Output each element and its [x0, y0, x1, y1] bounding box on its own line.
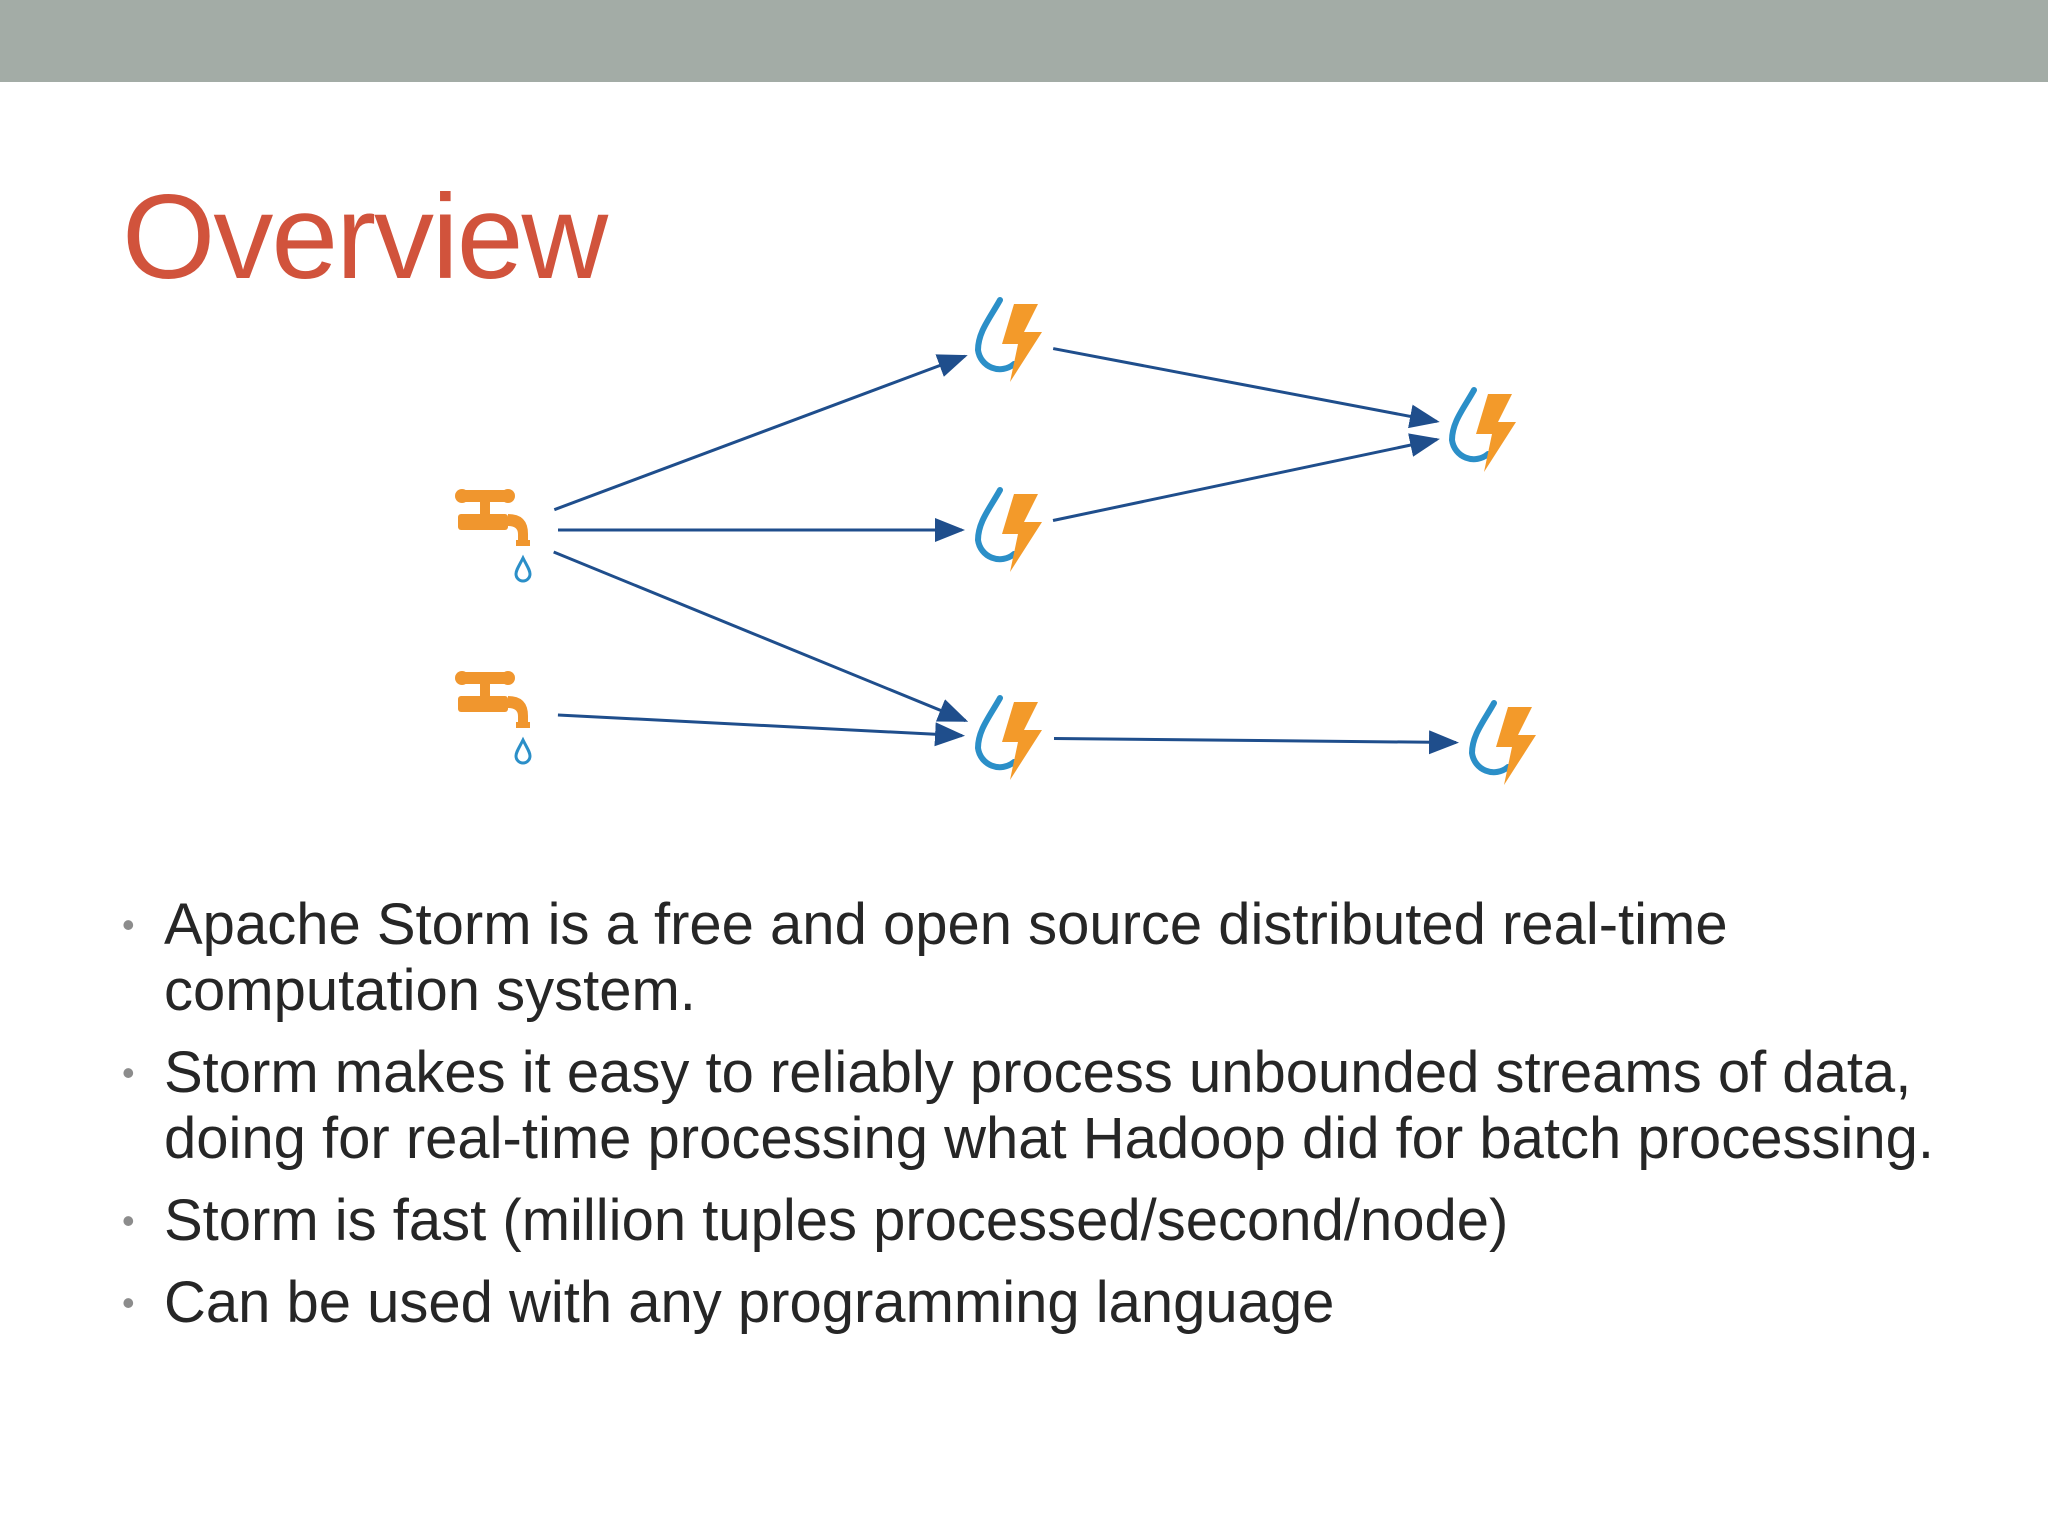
water-drop-lightning-icon — [974, 297, 1042, 382]
slide-title: Overview — [122, 170, 608, 304]
bullet-text: Storm makes it easy to reliably process … — [164, 1040, 1934, 1171]
bullet-item: • Can be used with any programming langu… — [122, 1270, 2002, 1336]
bullet-dot: • — [122, 1200, 135, 1241]
top-bar — [0, 0, 2048, 82]
bullet-dot: • — [122, 904, 135, 945]
bullet-text: Can be used with any programming languag… — [164, 1270, 1335, 1335]
faucet-icon — [455, 489, 532, 583]
edge-arrow-spout-1-to-bolt-low — [553, 550, 969, 722]
bullet-list: • Apache Storm is a free and open source… — [122, 892, 2002, 1352]
water-drop-lightning-icon — [1468, 700, 1536, 785]
water-drop-lightning-icon — [974, 695, 1042, 780]
edge-arrow-bolt-top-to-bolt-right-top — [1052, 347, 1440, 429]
water-drop-lightning-icon — [1448, 387, 1516, 472]
bullet-text: Storm is fast (million tuples processed/… — [164, 1188, 1509, 1253]
edge-arrow-bolt-low-to-bolt-right-low — [1053, 730, 1460, 755]
bullet-text: Apache Storm is a free and open source d… — [164, 892, 1728, 1023]
faucet-icon — [455, 671, 532, 765]
bullet-dot: • — [122, 1282, 135, 1323]
water-drop-lightning-icon — [974, 487, 1042, 572]
bullet-item: • Storm is fast (million tuples processe… — [122, 1188, 2002, 1254]
edge-arrow-spout-1-to-bolt-top — [553, 354, 968, 512]
edge-arrow-bolt-mid-to-bolt-right-top — [1052, 433, 1440, 522]
bullet-item: • Apache Storm is a free and open source… — [122, 892, 2002, 1024]
bullet-item: • Storm makes it easy to reliably proces… — [122, 1040, 2002, 1172]
bullet-dot: • — [122, 1052, 135, 1093]
edge-arrow-spout-2-to-bolt-low — [557, 713, 966, 747]
